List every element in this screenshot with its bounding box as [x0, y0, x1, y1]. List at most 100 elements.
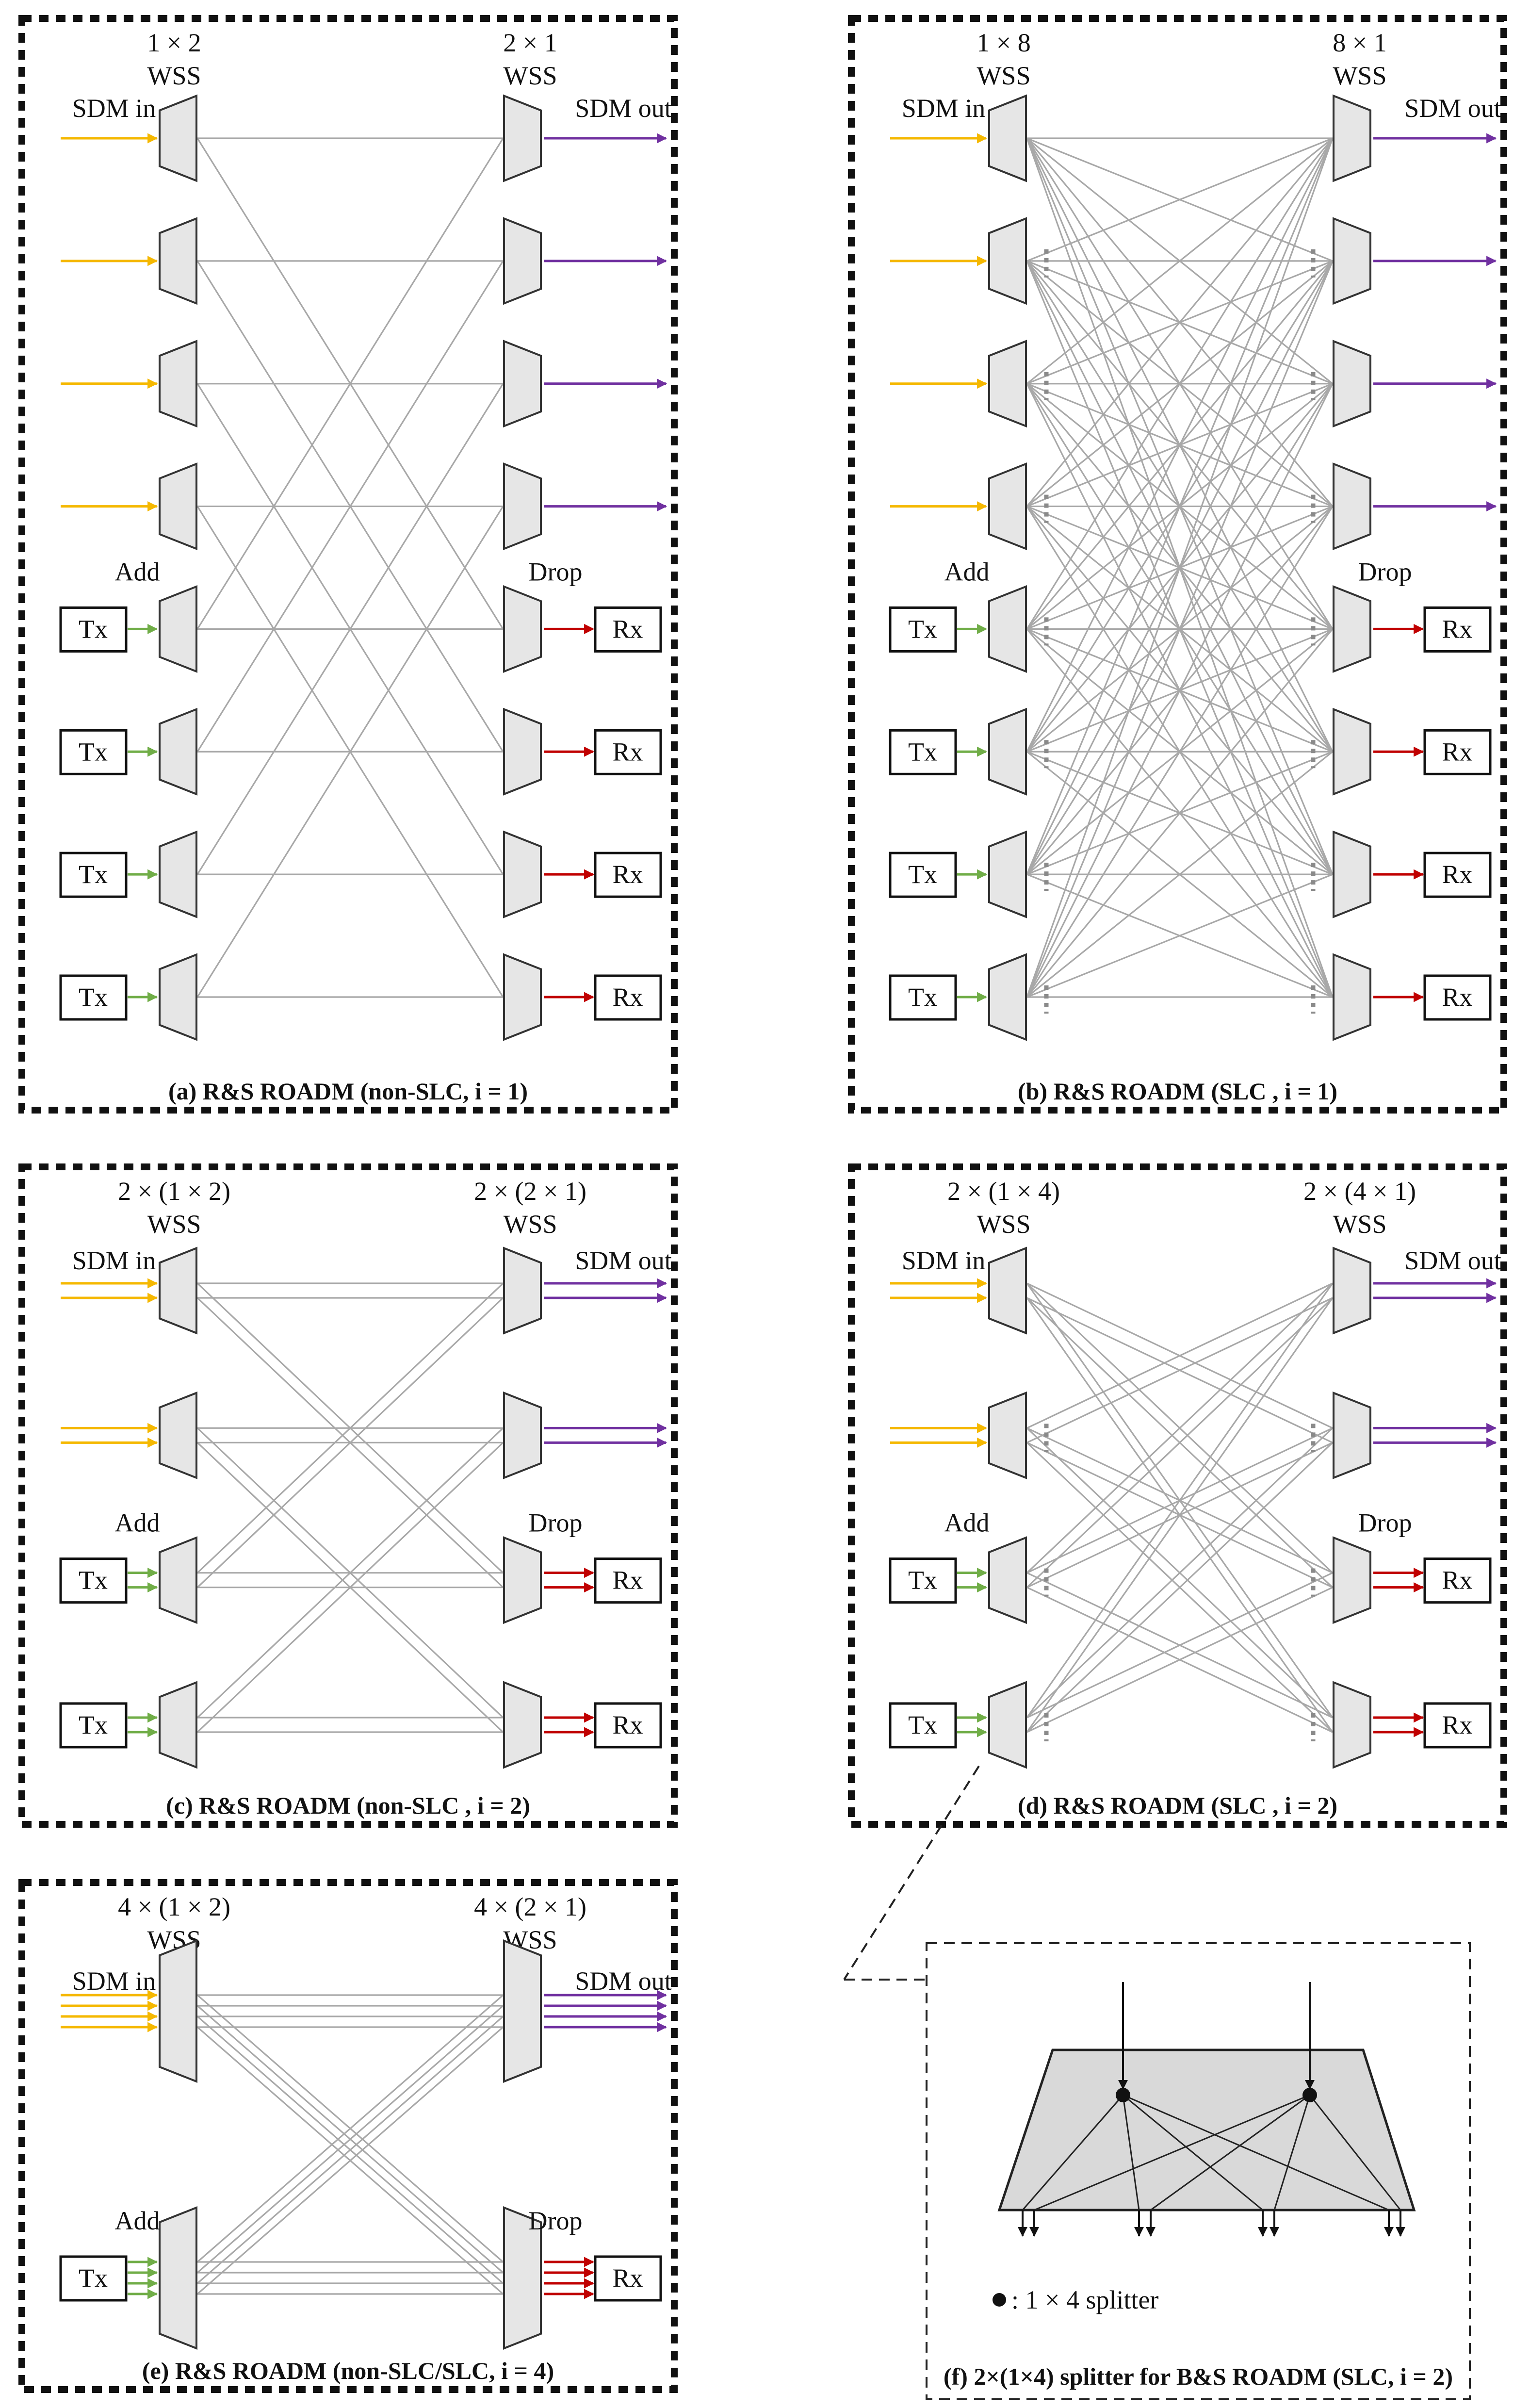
- splitter-body: [997, 2048, 1416, 2211]
- input-wss-size: 1 × 2: [147, 28, 201, 57]
- rx-label: Rx: [612, 614, 643, 643]
- output-wss: [1333, 1246, 1371, 1335]
- fiber-link: [1026, 137, 1334, 384]
- input-wss: [988, 1681, 1027, 1769]
- input-wss: [159, 585, 197, 673]
- rx-box: [594, 1702, 662, 1749]
- input-wss: [988, 707, 1027, 796]
- tx-label: Tx: [908, 614, 937, 643]
- drop-label: Drop: [529, 2206, 583, 2235]
- panel-f-border: [926, 1942, 1471, 2400]
- output-wss: [503, 585, 542, 673]
- fiber-link: [1026, 1297, 1334, 1733]
- tx-box: [889, 1557, 957, 1604]
- rx-label: Rx: [1442, 737, 1472, 766]
- wss-interconnects: [196, 1994, 504, 2295]
- sdm-out-label: SDM out: [575, 1966, 672, 1996]
- fiber-link: [1026, 138, 1334, 752]
- sdm-out-label: SDM out: [1404, 1246, 1501, 1275]
- fiber-link: [1026, 1572, 1333, 1719]
- fiber-link: [1026, 137, 1333, 262]
- sdm-out-label: SDM out: [575, 94, 672, 123]
- output-wss: [503, 217, 542, 305]
- input-wss: [988, 953, 1027, 1041]
- output-wss-size: 8 × 1: [1333, 28, 1386, 57]
- output-wss-label: WSS: [503, 1210, 557, 1239]
- output-wss-size: 2 × 1: [503, 28, 557, 57]
- rx-box: [594, 852, 662, 898]
- input-wss: [988, 340, 1027, 428]
- input-wss: [159, 1246, 197, 1335]
- input-wss-label: WSS: [977, 61, 1030, 90]
- output-wss: [503, 1391, 542, 1479]
- tx-box: [59, 606, 128, 653]
- rx-label: Rx: [1442, 860, 1472, 889]
- tx-label: Tx: [908, 1710, 937, 1739]
- fiber-link: [196, 1442, 504, 1733]
- output-wss: [503, 953, 542, 1041]
- input-wss: [159, 830, 197, 918]
- input-wss: [988, 1246, 1027, 1335]
- legend-splitter-dot: [993, 2293, 1006, 2307]
- output-wss: [1333, 1391, 1371, 1479]
- rx-box: [1423, 1702, 1492, 1749]
- output-wss: [1333, 94, 1371, 182]
- output-wss-size: 2 × (2 × 1): [474, 1177, 586, 1206]
- fiber-link: [1026, 506, 1334, 998]
- fiber-link: [196, 506, 504, 998]
- tx-box: [889, 606, 957, 653]
- drop-label: Drop: [1358, 557, 1412, 586]
- rx-box: [1423, 852, 1492, 898]
- fiber-link: [1026, 261, 1334, 998]
- drop-label: Drop: [529, 557, 583, 586]
- tx-label: Tx: [79, 1710, 108, 1739]
- tx-box: [59, 852, 128, 898]
- splitter-branch: [1150, 2094, 1310, 2211]
- output-wss: [503, 1246, 542, 1335]
- fiber-link: [1026, 1283, 1334, 1718]
- output-wss-size: 4 × (2 × 1): [474, 1892, 586, 1921]
- tx-label: Tx: [79, 983, 108, 1012]
- splitter-branch: [1022, 2095, 1124, 2211]
- output-wss: [503, 1681, 542, 1769]
- sdm-in-label: SDM in: [72, 1246, 156, 1275]
- fiber-link: [196, 2015, 504, 2284]
- tx-box: [889, 1702, 957, 1749]
- output-wss: [1333, 1536, 1371, 1624]
- splitter-node: [1116, 2088, 1130, 2102]
- splitter-branch: [1273, 2095, 1311, 2211]
- input-wss: [159, 2206, 197, 2350]
- sdm-out-label: SDM out: [1404, 94, 1501, 123]
- panel-caption: (b) R&S ROADM (SLC , i = 1): [1018, 1078, 1337, 1105]
- input-wss-size: 1 × 8: [977, 28, 1030, 57]
- fiber-link: [1026, 1427, 1334, 1719]
- input-wss-label: WSS: [147, 61, 201, 90]
- panel-f-caption: (f) 2×(1×4) splitter for B&S ROADM (SLC,…: [944, 2363, 1453, 2390]
- output-wss: [503, 830, 542, 918]
- input-wss: [988, 585, 1027, 673]
- sdm-out-label: SDM out: [575, 1246, 672, 1275]
- input-wss-label: WSS: [977, 1210, 1030, 1239]
- rx-label: Rx: [1442, 1566, 1472, 1595]
- output-wss-label: WSS: [1333, 1210, 1386, 1239]
- output-wss: [1333, 585, 1371, 673]
- panel-caption: (e) R&S ROADM (non-SLC/SLC, i = 4): [142, 2357, 554, 2384]
- tx-label: Tx: [908, 737, 937, 766]
- rx-box: [594, 606, 662, 653]
- output-wss: [503, 1536, 542, 1624]
- fiber-link: [196, 2026, 504, 2295]
- panel-caption: (d) R&S ROADM (SLC , i = 2): [1018, 1792, 1337, 1819]
- output-wss: [503, 2206, 542, 2350]
- splitter-node: [1302, 2088, 1317, 2102]
- tx-box: [59, 1557, 128, 1604]
- fiber-link: [1026, 138, 1334, 630]
- fiber-link: [196, 383, 504, 875]
- splitter-branch: [1309, 2095, 1401, 2211]
- splitter-branch: [1034, 2094, 1310, 2211]
- tx-label: Tx: [79, 614, 108, 643]
- input-wss: [988, 462, 1027, 551]
- panel-caption: (c) R&S ROADM (non-SLC , i = 2): [166, 1792, 530, 1819]
